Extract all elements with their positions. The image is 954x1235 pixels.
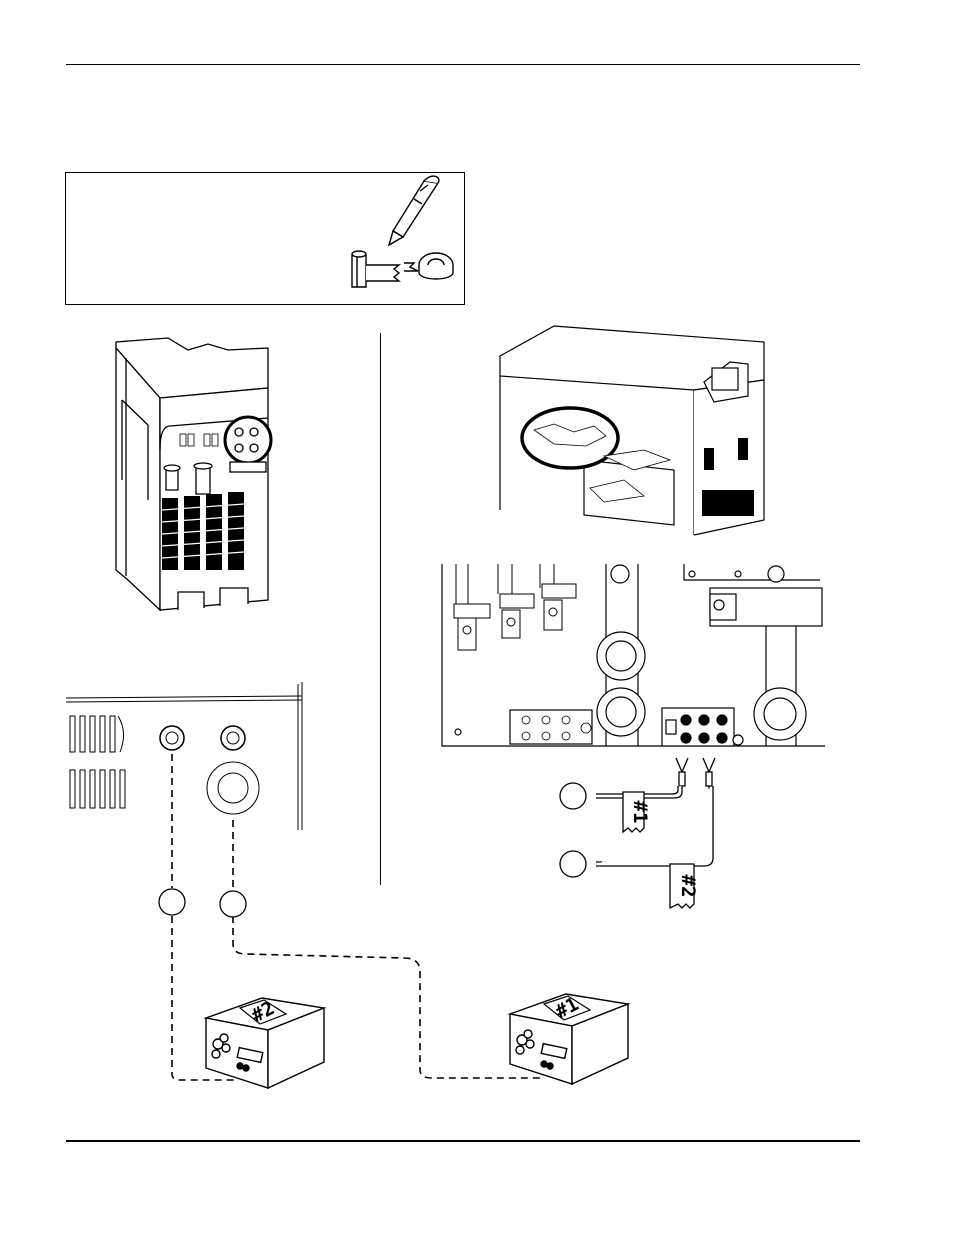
note-box	[65, 172, 465, 305]
box-2: #2	[203, 997, 327, 1090]
panel-divider	[380, 333, 381, 885]
wire-tag-2-label: #2	[677, 875, 699, 898]
unit-side-view	[499, 325, 765, 536]
connector-closeup	[65, 682, 303, 830]
tubing-icon	[351, 250, 401, 288]
wire-tag-1-label: #1	[629, 801, 651, 824]
wire-leads: #1 #2	[559, 757, 716, 910]
cabinet-rear-view	[115, 337, 273, 612]
bottom-rule	[66, 1140, 860, 1142]
box-1: #1	[507, 993, 631, 1086]
callout-circle-right	[219, 890, 247, 918]
callout-circle-left	[158, 888, 186, 916]
tape-roll-icon	[404, 252, 454, 280]
terminal-block-detail	[441, 564, 825, 747]
top-rule	[66, 64, 860, 65]
pen-icon	[387, 175, 440, 247]
note-illustration	[351, 175, 454, 288]
